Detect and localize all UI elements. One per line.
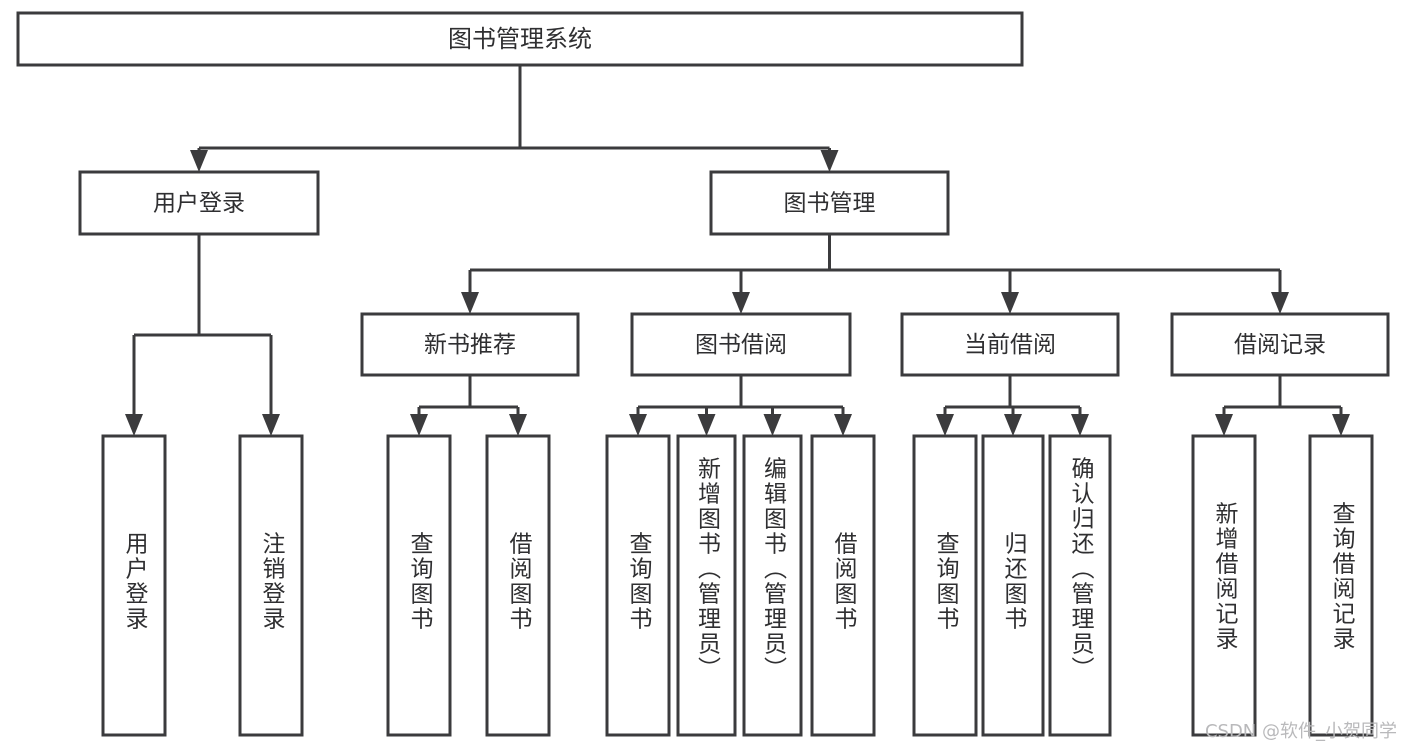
node-user-login[interactable]: 用户登录: [78, 170, 320, 236]
leaf-query-book-2-label: 查询图书: [625, 532, 653, 632]
leaf-return-book[interactable]: 归还图书: [981, 434, 1045, 737]
node-borrow-record-label: 借阅记录: [1234, 332, 1326, 358]
arrow-to-leaf-query-borrow-record-head: [1332, 414, 1350, 436]
node-book-management-box[interactable]: [709, 170, 950, 236]
node-root-label: 图书管理系统: [448, 25, 592, 53]
leaf-query-borrow-record-box[interactable]: [1308, 434, 1374, 737]
arrow-to-node-new-book-recommend-head: [461, 292, 479, 314]
node-book-borrow-label: 图书借阅: [695, 332, 787, 358]
leaf-user-login-box[interactable]: [101, 434, 167, 737]
arrow-to-leaf-user-login-head: [125, 414, 143, 436]
node-current-borrow[interactable]: 当前借阅: [900, 312, 1120, 377]
leaf-query-borrow-record[interactable]: 查询借阅记录: [1308, 434, 1374, 737]
arrow-to-leaf-borrow-book-2-head: [834, 414, 852, 436]
leaf-user-logout-label: 注销登录: [258, 532, 286, 632]
leaf-query-book-1-box[interactable]: [386, 434, 452, 737]
leaf-return-book-box[interactable]: [981, 434, 1045, 737]
leaf-confirm-return-admin-box[interactable]: [1048, 434, 1112, 737]
leaf-query-book-3-box[interactable]: [912, 434, 978, 737]
node-book-borrow[interactable]: 图书借阅: [630, 312, 852, 377]
leaf-confirm-return-admin[interactable]: 确认归还（管理员）: [1048, 434, 1112, 737]
leaf-query-book-2-box[interactable]: [605, 434, 671, 737]
leaf-query-book-1[interactable]: 查询图书: [386, 434, 452, 737]
leaf-query-book-1-label: 查询图书: [406, 532, 434, 632]
arrow-to-leaf-query-book-2-head: [629, 414, 647, 436]
node-current-borrow-label: 当前借阅: [964, 332, 1056, 358]
leaf-user-logout[interactable]: 注销登录: [238, 434, 304, 737]
arrow-to-leaf-query-book-3-head: [936, 414, 954, 436]
node-current-borrow-box[interactable]: [900, 312, 1120, 377]
arrow-to-node-borrow-record-head: [1271, 292, 1289, 314]
leaf-borrow-book-2-box[interactable]: [810, 434, 876, 737]
arrow-to-leaf-return-book-head: [1004, 414, 1022, 436]
node-book-borrow-box[interactable]: [630, 312, 852, 377]
node-book-management[interactable]: 图书管理: [709, 170, 950, 236]
node-book-management-label: 图书管理: [784, 191, 876, 217]
leaf-query-book-3[interactable]: 查询图书: [912, 434, 978, 737]
arrow-to-node-current-borrow-head: [1001, 292, 1019, 314]
leaf-user-login[interactable]: 用户登录: [101, 434, 167, 737]
leaf-add-book-admin-label: 新增图书（管理员）: [694, 457, 722, 682]
arrow-to-leaf-borrow-book-1-head: [509, 414, 527, 436]
leaf-borrow-book-2[interactable]: 借阅图书: [810, 434, 876, 737]
leaf-borrow-book-1[interactable]: 借阅图书: [485, 434, 551, 737]
leaf-add-book-admin-box[interactable]: [676, 434, 737, 737]
leaf-add-book-admin[interactable]: 新增图书（管理员）: [676, 434, 737, 737]
leaf-user-login-label: 用户登录: [121, 532, 149, 632]
csdn-watermark: CSDN @软件_小贺同学: [1204, 721, 1397, 742]
arrow-to-leaf-add-borrow-record-head: [1215, 414, 1233, 436]
leaf-query-book-3-label: 查询图书: [932, 532, 960, 632]
leaf-borrow-book-2-label: 借阅图书: [830, 532, 858, 632]
leaf-query-borrow-record-label: 查询借阅记录: [1328, 502, 1356, 652]
leaf-add-borrow-record-label: 新增借阅记录: [1211, 502, 1239, 652]
node-new-book-recommend-label: 新书推荐: [424, 332, 516, 358]
node-new-book-recommend-box[interactable]: [360, 312, 580, 377]
arrow-to-leaf-add-book-admin-head: [697, 414, 716, 436]
leaf-edit-book-admin[interactable]: 编辑图书（管理员）: [742, 434, 803, 737]
leaf-edit-book-admin-box[interactable]: [742, 434, 803, 737]
leaf-borrow-book-1-box[interactable]: [485, 434, 551, 737]
leaf-return-book-label: 归还图书: [1000, 532, 1028, 632]
node-user-login-label: 用户登录: [153, 191, 245, 217]
leaf-borrow-book-1-label: 借阅图书: [505, 532, 533, 632]
arrow-to-leaf-edit-book-admin-head: [763, 414, 782, 436]
leaf-add-borrow-record[interactable]: 新增借阅记录: [1191, 434, 1257, 737]
connector-layer: [125, 65, 1350, 436]
arrow-to-book-management-head: [820, 150, 839, 172]
leaf-add-borrow-record-box[interactable]: [1191, 434, 1257, 737]
arrow-to-node-book-borrow-head: [732, 292, 750, 314]
arrow-to-user-login-head: [190, 150, 208, 172]
node-new-book-recommend[interactable]: 新书推荐: [360, 312, 580, 377]
leaf-edit-book-admin-label: 编辑图书（管理员）: [760, 457, 788, 682]
node-root-box[interactable]: [16, 11, 1024, 67]
leaf-confirm-return-admin-label: 确认归还（管理员）: [1067, 457, 1095, 682]
arrow-to-leaf-confirm-return-admin-head: [1071, 414, 1089, 436]
node-borrow-record-box[interactable]: [1170, 312, 1390, 377]
node-root[interactable]: 图书管理系统: [16, 11, 1024, 67]
node-borrow-record[interactable]: 借阅记录: [1170, 312, 1390, 377]
arrow-to-leaf-user-logout-head: [262, 414, 280, 436]
leaf-user-logout-box[interactable]: [238, 434, 304, 737]
node-user-login-box[interactable]: [78, 170, 320, 236]
arrow-to-leaf-query-book-1-head: [410, 414, 428, 436]
leaf-query-book-2[interactable]: 查询图书: [605, 434, 671, 737]
